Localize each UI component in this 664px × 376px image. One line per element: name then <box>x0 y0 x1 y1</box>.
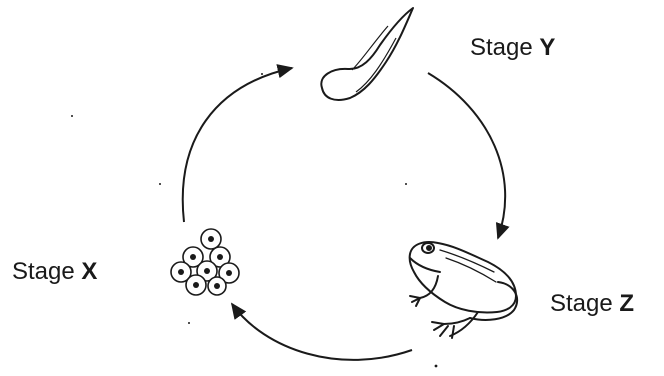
arrow-tadpole-to-frog <box>428 73 505 238</box>
arrow-eggs-to-tadpole <box>183 68 292 222</box>
stage-z-letter: Z <box>619 290 634 317</box>
stage-y-letter: Y <box>539 34 555 61</box>
arrow-frog-to-eggs <box>232 304 412 360</box>
stage-z-label: Stage Z <box>550 290 634 318</box>
frog-icon <box>410 242 517 338</box>
stage-x-letter: X <box>81 258 97 285</box>
stage-x-word: Stage <box>12 258 75 285</box>
scan-speckles <box>71 73 437 367</box>
frog-eggs-icon <box>171 229 239 295</box>
stage-y-label: Stage Y <box>470 34 555 62</box>
tadpole-icon <box>321 8 413 100</box>
stage-y-word: Stage <box>470 34 533 61</box>
stage-z-word: Stage <box>550 290 613 317</box>
stage-x-label: Stage X <box>12 258 97 286</box>
